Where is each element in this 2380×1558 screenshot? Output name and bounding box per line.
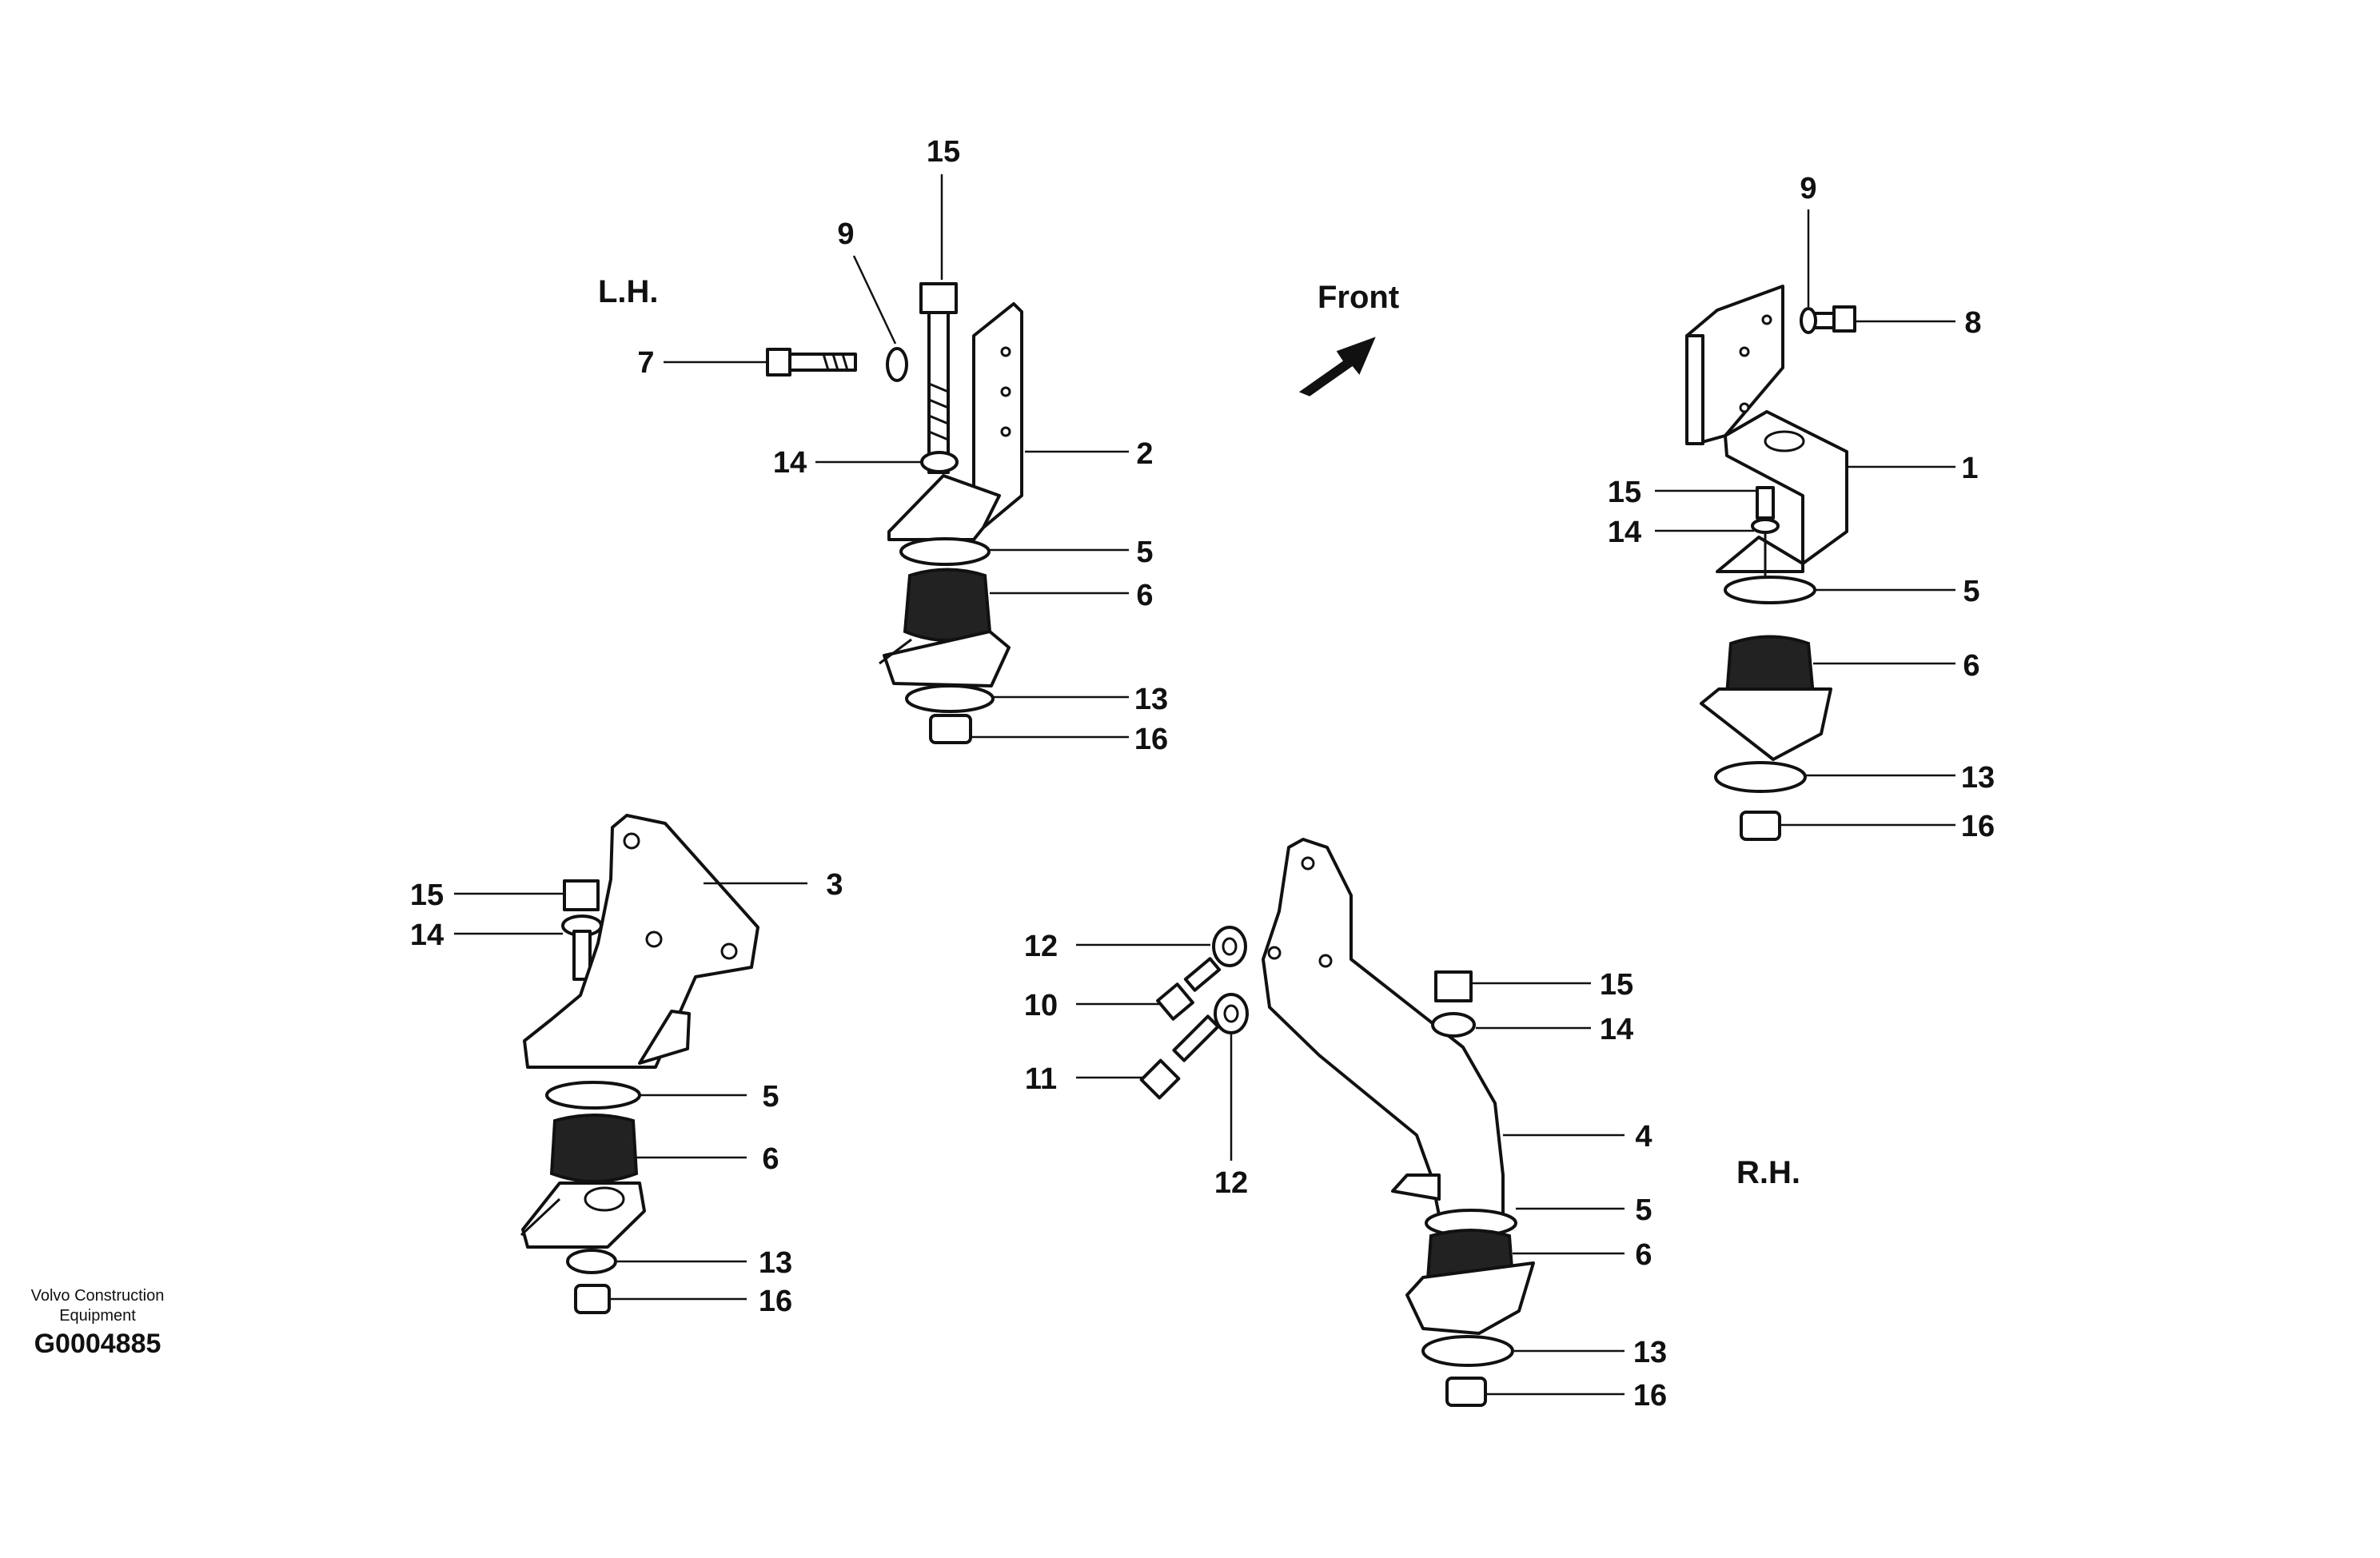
callout-14-lower-lh: 14 [410, 918, 444, 952]
callout-13-lower-lh: 13 [759, 1246, 792, 1280]
callout-16-lower-rh: 16 [1633, 1379, 1667, 1413]
nut-16-lower-lh [574, 1284, 611, 1314]
callout-9: 9 [837, 217, 854, 251]
nut-16-lower-rh [1445, 1377, 1487, 1407]
right-hand-label: R.H. [1736, 1155, 1800, 1190]
callout-16-lower-lh: 16 [759, 1285, 792, 1318]
washer-5 [899, 537, 991, 566]
washer-13-lower-lh [566, 1249, 617, 1274]
callout-9-rh: 9 [1800, 172, 1816, 205]
rh-bottom-assembly [1139, 838, 1535, 1407]
washer-13 [905, 684, 995, 713]
callout-14-rh: 14 [1608, 516, 1641, 549]
washer-5-lower-lh [545, 1081, 641, 1110]
nut-16 [929, 714, 972, 744]
washer-13-rh [1714, 761, 1807, 793]
callout-6: 6 [1136, 579, 1153, 612]
bolt-10 [1156, 982, 1194, 1021]
callout-7: 7 [637, 346, 654, 380]
callout-6-lower-rh: 6 [1635, 1238, 1652, 1272]
callout-15: 15 [927, 135, 960, 169]
bracket-1 [1724, 410, 1848, 565]
callout-5-rh: 5 [1963, 575, 1979, 608]
callout-16: 16 [1134, 723, 1168, 756]
credit-line-1: Volvo Construction [31, 1287, 165, 1305]
lh-top-assembly [766, 282, 1023, 744]
callout-12-lower: 12 [1214, 1166, 1248, 1200]
washer-14-lower-rh [1431, 1012, 1476, 1038]
bolt-11 [1139, 1058, 1181, 1100]
bolt-7 [766, 348, 791, 377]
callout-6-lower-lh: 6 [762, 1142, 779, 1176]
lh-bottom-assembly [520, 814, 759, 1314]
callout-5-lower-rh: 5 [1635, 1193, 1652, 1227]
credit-line-2: Equipment [59, 1307, 136, 1325]
rubber-mount-6-lower-lh [549, 1114, 639, 1183]
callout-16-rh: 16 [1961, 810, 1995, 843]
bolt-8 [1832, 305, 1856, 333]
callout-6-rh: 6 [1963, 649, 1979, 683]
washer-14-rh [1751, 518, 1780, 534]
callout-14-lower-rh: 14 [1600, 1013, 1633, 1046]
callout-3: 3 [826, 868, 843, 902]
callout-5-lower-lh: 5 [762, 1080, 779, 1114]
callout-15-lower-rh: 15 [1600, 968, 1633, 1002]
callout-2: 2 [1136, 437, 1153, 471]
bolt-15-lower [563, 879, 600, 911]
bolt-15 [919, 282, 958, 314]
callout-1: 1 [1961, 452, 1978, 485]
front-label: Front [1318, 280, 1399, 315]
callout-8: 8 [1964, 306, 1981, 340]
callout-13-lower-rh: 13 [1633, 1336, 1667, 1369]
washer-9 [886, 347, 908, 382]
callout-10: 10 [1024, 989, 1058, 1022]
callout-14: 14 [773, 446, 807, 480]
callout-12-upper: 12 [1024, 930, 1058, 963]
bracket-3 [523, 814, 759, 1069]
washer-14 [920, 451, 959, 473]
callout-5: 5 [1136, 536, 1153, 569]
callout-4: 4 [1635, 1120, 1652, 1154]
rh-top-assembly [1685, 285, 1856, 841]
front-arrow-icon [1298, 337, 1376, 396]
callout-15-lower-lh: 15 [410, 879, 444, 912]
callout-13: 13 [1134, 683, 1168, 716]
callout-13-rh: 13 [1961, 761, 1995, 795]
nut-16-rh [1740, 811, 1781, 841]
rubber-mount-6 [903, 568, 992, 642]
bolt-15-lower-rh [1434, 970, 1473, 1002]
left-hand-label: L.H. [598, 274, 659, 309]
washer-13-lower-rh [1421, 1335, 1514, 1367]
callout-15-rh: 15 [1608, 476, 1641, 509]
callout-11: 11 [1025, 1062, 1057, 1096]
drawing-code: G0004885 [34, 1329, 161, 1359]
washer-5-rh [1724, 576, 1816, 604]
washer-9-rh [1800, 307, 1817, 334]
bolt-15-rh [1756, 486, 1775, 520]
